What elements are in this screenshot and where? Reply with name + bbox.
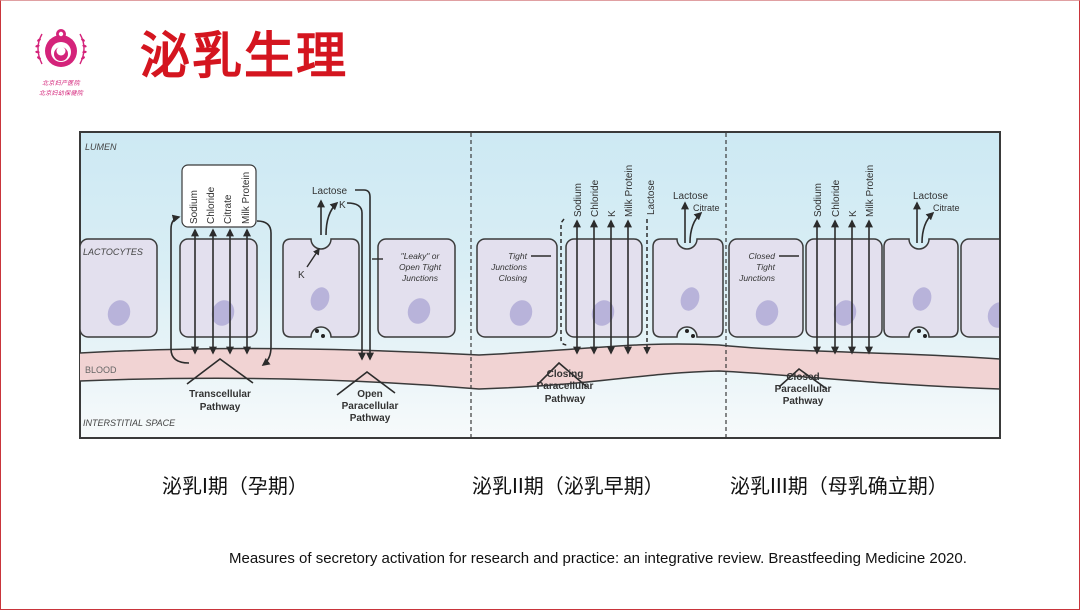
- hospital-logo: 北京妇产医院 北京妇幼保健院: [28, 24, 94, 100]
- k-label-bottom: K: [298, 270, 305, 281]
- cell-nucleus: [755, 300, 779, 326]
- junction-label-line3: Closing: [499, 273, 528, 283]
- solute-chloride: Chloride: [206, 186, 217, 224]
- vesicle-dot: [691, 334, 695, 338]
- cell-nucleus: [509, 300, 533, 326]
- loop-arrow-left: [170, 214, 190, 364]
- solute-sodium: Sodium: [573, 183, 584, 217]
- vesicle-dot: [321, 334, 325, 338]
- solute-k: K: [607, 210, 618, 217]
- junction-label-line3: Junctions: [738, 273, 776, 283]
- lactocyte-cell-secreting: [652, 238, 724, 338]
- cell-nucleus: [407, 298, 431, 324]
- citrate-arrow: [689, 211, 703, 244]
- junction-label-line1: Closed: [749, 251, 776, 261]
- solute-chloride: Chloride: [831, 179, 842, 217]
- pathway-closed-line2: Paracellular: [775, 384, 832, 395]
- vesicle-dot: [923, 334, 927, 338]
- vesicle-dot: [917, 329, 921, 333]
- lactose-side-label: Lactose: [646, 180, 657, 215]
- phase-label-2: 泌乳II期（泌乳早期）: [472, 474, 664, 498]
- pathway-open-line2: Paracellular: [342, 401, 399, 412]
- pathway-pointer: [336, 370, 396, 396]
- vesicle-dot: [685, 329, 689, 333]
- solute-citrate: Citrate: [223, 194, 234, 224]
- citation: Measures of secretory activation for res…: [229, 550, 967, 567]
- citrate-arrow: [921, 211, 935, 244]
- pathway-closing-line3: Pathway: [545, 394, 586, 405]
- solute-k: K: [848, 210, 859, 217]
- pathway-closed-line1: Closed: [786, 372, 819, 383]
- lactocyte-cell: [179, 238, 258, 338]
- junction-label-line1: "Leaky" or: [401, 251, 441, 261]
- label-blood: BLOOD: [85, 365, 117, 375]
- solute-sodium: Sodium: [813, 183, 824, 217]
- pathway-closing-line2: Paracellular: [537, 381, 594, 392]
- solute-box: [181, 164, 257, 228]
- k-label-top: K: [339, 200, 346, 211]
- pathway-transcellular-line1: Transcellular: [189, 389, 251, 400]
- paracellular-k-line: [346, 202, 366, 361]
- lactose-label: Lactose: [913, 191, 948, 202]
- transcellular-arrows: [813, 219, 873, 355]
- logo-text-line1: 北京妇产医院: [42, 80, 80, 87]
- pathway-pointer: [778, 367, 828, 390]
- blood-band: [80, 343, 1000, 389]
- cell-nucleus: [680, 287, 700, 311]
- citrate-label: Citrate: [693, 203, 720, 213]
- lactocyte-cell: [79, 238, 158, 338]
- logo-text-line2: 北京妇幼保健院: [38, 90, 84, 97]
- pathway-open-line3: Pathway: [350, 413, 391, 424]
- lactocyte-cell: [377, 238, 456, 338]
- loop-arrow-right: [256, 220, 272, 366]
- lactocyte-cell: [728, 238, 804, 338]
- junction-label-line2: Open Tight: [399, 262, 442, 272]
- figure-svg: LUMEN BLOOD INTERSTITIAL SPACE LACTOCYTE…: [79, 131, 1012, 439]
- solute-sodium: Sodium: [189, 190, 200, 224]
- lactose-label: Lactose: [673, 191, 708, 202]
- label-lumen: LUMEN: [85, 142, 117, 152]
- lactocyte-cell: [476, 238, 558, 338]
- junction-label-line3: Junctions: [401, 273, 439, 283]
- junction-label-line2: Tight: [756, 262, 775, 272]
- solute-milk-protein: Milk Protein: [865, 165, 876, 217]
- solute-milk-protein: Milk Protein: [624, 165, 635, 217]
- lactose-label: Lactose: [312, 186, 347, 197]
- solute-milk-protein: Milk Protein: [241, 172, 252, 224]
- pathway-closing-line1: Closing: [547, 369, 584, 380]
- solute-chloride: Chloride: [590, 179, 601, 217]
- panel-3: Closed Tight Junctions Sodium Chloride K…: [728, 165, 1012, 407]
- lactocyte-cell: [565, 238, 643, 338]
- paracellular-lactose-line: [355, 189, 374, 361]
- junction-label-line2: Junctions: [490, 262, 528, 272]
- transcellular-arrows: [573, 219, 632, 355]
- k-arrow-up: [325, 201, 339, 236]
- pathway-closed-line3: Pathway: [783, 396, 824, 407]
- logo-emblem-icon: [35, 29, 87, 67]
- lactocyte-cell: [805, 238, 883, 338]
- closing-junction-path-left: [560, 218, 568, 346]
- blood-bottom-line: [79, 370, 1001, 390]
- panel-1: LACTOCYTES Sodium Chloride Citrate Milk …: [79, 164, 456, 424]
- pathway-pointer: [186, 358, 254, 385]
- phase-label-3: 泌乳III期（母乳确立期）: [730, 474, 948, 498]
- phase-label-1: 泌乳I期（孕期）: [162, 474, 308, 498]
- pathway-open-line1: Open: [357, 389, 383, 400]
- pathway-transcellular-line2: Pathway: [200, 402, 241, 413]
- label-lactocytes: LACTOCYTES: [83, 247, 143, 257]
- figure-right-mask: [1001, 131, 1003, 439]
- cell-nucleus: [310, 287, 330, 311]
- citrate-label: Citrate: [933, 203, 960, 213]
- lactation-pathway-figure: LUMEN BLOOD INTERSTITIAL SPACE LACTOCYTE…: [79, 131, 1012, 439]
- junction-label-line1: Tight: [508, 251, 527, 261]
- cell-nucleus: [107, 300, 131, 326]
- label-interstitial: INTERSTITIAL SPACE: [83, 418, 176, 428]
- k-arrow-in: [306, 247, 320, 268]
- transcellular-arrows: [191, 228, 251, 355]
- pathway-pointer: [536, 361, 588, 388]
- page-title: 泌乳生理: [140, 27, 348, 85]
- vesicle-dot: [315, 329, 319, 333]
- cell-nucleus: [912, 287, 932, 311]
- panel-2: Tight Junctions Closing Lactose Sodium C…: [476, 165, 724, 405]
